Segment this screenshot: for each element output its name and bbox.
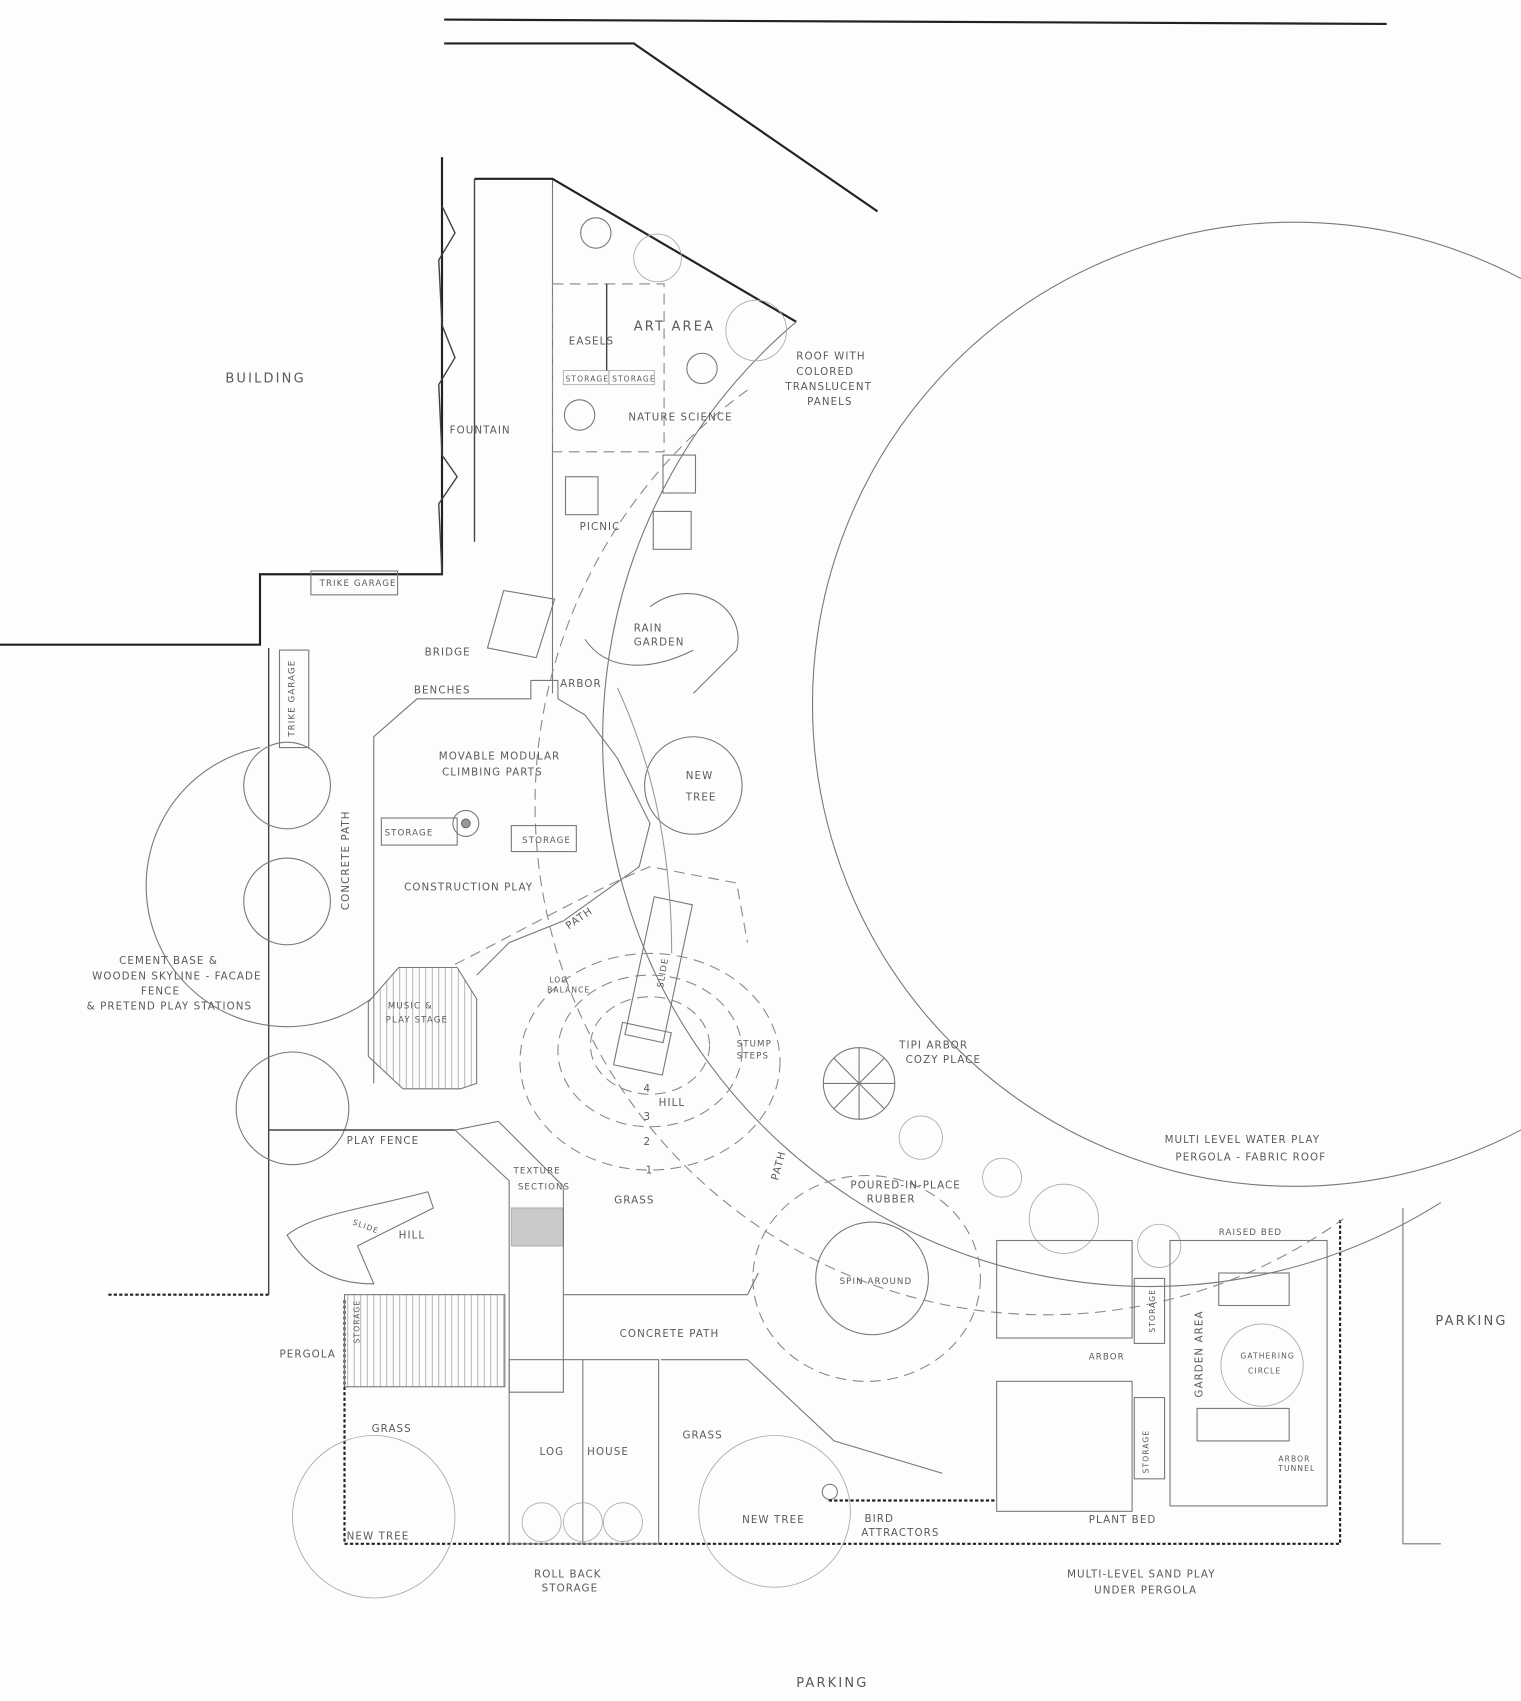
label-texture: TEXTURE [513, 1166, 561, 1176]
label-arbor-tunnel: TUNNEL [1277, 1464, 1315, 1473]
label-concrete-path: CONCRETE PATH [620, 1328, 720, 1340]
label-storage: STORAGE [1141, 1430, 1150, 1474]
label-arbor: ARBOR [560, 678, 602, 690]
label-arbor-tunnel: ARBOR [1278, 1455, 1310, 1464]
label-roll-back-storage: ROLL BACK [534, 1568, 602, 1580]
note-cement-base: CEMENT BASE & WOODEN SKYLINE - FACADE FE… [87, 955, 261, 1013]
label-log-house: HOUSE [587, 1446, 629, 1458]
label-pergola: PERGOLA [279, 1349, 335, 1361]
label-bridge: BRIDGE [425, 646, 471, 658]
label-roll-back-storage: STORAGE [542, 1583, 599, 1595]
label-storage: STORAGE [1148, 1289, 1157, 1333]
label-raised-bed: RAISED BED [1219, 1228, 1282, 1238]
label-water-play: MULTI LEVEL WATER PLAY [1165, 1134, 1321, 1146]
label-log-balance: LOG [549, 976, 568, 985]
label-easels: EASELS [569, 336, 614, 348]
label-music-stage: PLAY STAGE [386, 1016, 448, 1026]
label-play-fence: PLAY FENCE [347, 1135, 420, 1147]
label-storage: STORAGE [353, 1300, 362, 1344]
label-water-play: PERGOLA - FABRIC ROOF [1175, 1151, 1326, 1163]
label-arbor: ARBOR [1089, 1353, 1125, 1363]
label-new-tree: NEW TREE [347, 1531, 410, 1543]
note-roof: ROOF WITH COLORED TRANSLUCENT PANELS [784, 351, 872, 409]
label-music-stage: MUSIC & [388, 1002, 433, 1012]
label-grass: GRASS [614, 1195, 654, 1207]
label-grass: GRASS [372, 1423, 412, 1435]
label-art-area: ART AREA [634, 320, 715, 335]
label-grass: GRASS [682, 1430, 722, 1442]
label-nature-science: NATURE SCIENCE [628, 411, 732, 423]
label-bird-attractors: ATTRACTORS [861, 1527, 939, 1539]
label-plant-bed: PLANT BED [1089, 1514, 1157, 1526]
label-log-balance: BALANCE [547, 985, 590, 994]
label-parking: PARKING [1435, 1314, 1507, 1329]
boundary-lines [0, 18, 1441, 1545]
label-modular: MOVABLE MODULAR [439, 750, 561, 762]
label-parking: PARKING [796, 1676, 868, 1691]
label-benches: BENCHES [414, 684, 471, 696]
label-fountain: FOUNTAIN [450, 424, 511, 436]
note-line: COLORED [796, 366, 854, 378]
label-new-tree: TREE [685, 792, 717, 804]
label-new-tree: NEW TREE [742, 1514, 805, 1526]
label-path: PATH [769, 1149, 788, 1181]
label-storage: STORAGE [612, 374, 656, 383]
label-rubber: RUBBER [867, 1194, 916, 1206]
label-tipi: TIPI ARBOR [898, 1040, 968, 1052]
label-spin-around: SPIN AROUND [840, 1277, 913, 1287]
label-hill: HILL [659, 1097, 686, 1109]
contour-label: 1 [646, 1164, 654, 1176]
label-slide: SLIDE [656, 957, 671, 989]
label-slide: SLIDE [351, 1218, 380, 1236]
contour-label: 2 [643, 1136, 651, 1148]
note-line: CEMENT BASE & [119, 955, 218, 967]
note-line: WOODEN SKYLINE - FACADE [92, 970, 261, 982]
label-tipi: COZY PLACE [906, 1054, 981, 1066]
label-gathering-circle: GATHERING [1240, 1352, 1294, 1361]
play-area-outlines [145, 217, 1328, 1599]
note-line: & PRETEND PLAY STATIONS [87, 1001, 253, 1013]
label-hill: HILL [399, 1229, 426, 1241]
label-building: BUILDING [225, 372, 305, 387]
label-picnic: PICNIC [580, 521, 621, 533]
label-concrete-path-side: CONCRETE PATH [340, 810, 352, 910]
label-storage: STORAGE [385, 828, 434, 838]
label-garden-area: GARDEN AREA [1194, 1310, 1206, 1397]
circular-drive [534, 221, 1521, 1316]
label-rain-garden: RAIN [634, 623, 663, 635]
label-storage: STORAGE [522, 836, 571, 846]
label-rain-garden: GARDEN [634, 637, 685, 649]
label-storage: STORAGE [565, 374, 609, 383]
plan-labels: BUILDING FOUNTAIN EASELS STORAGE STORAGE… [87, 320, 1507, 1691]
label-modular: CLIMBING PARTS [442, 767, 543, 779]
note-line: FENCE [141, 986, 180, 998]
contour-label: 3 [643, 1111, 651, 1123]
note-line: PANELS [807, 396, 853, 408]
contour-label: 4 [643, 1083, 651, 1095]
label-texture: SECTIONS [518, 1183, 570, 1193]
note-line: TRANSLUCENT [784, 381, 872, 393]
label-trike-garage: TRIKE GARAGE [319, 579, 397, 589]
label-log-house: LOG [539, 1446, 564, 1458]
label-rubber: POURED-IN-PLACE [850, 1180, 960, 1192]
note-line: ROOF WITH [796, 351, 865, 363]
label-sand-play: UNDER PERGOLA [1094, 1585, 1197, 1597]
label-new-tree: NEW [686, 770, 714, 782]
label-gathering-circle: CIRCLE [1248, 1367, 1281, 1376]
label-construction-play: CONSTRUCTION PLAY [404, 882, 533, 894]
label-bird-attractors: BIRD [865, 1513, 894, 1525]
label-sand-play: MULTI-LEVEL SAND PLAY [1067, 1568, 1216, 1580]
label-stump-steps: STUMP [737, 1040, 772, 1050]
label-trike-garage-side: TRIKE GARAGE [288, 660, 298, 738]
label-stump-steps: STEPS [737, 1052, 769, 1062]
